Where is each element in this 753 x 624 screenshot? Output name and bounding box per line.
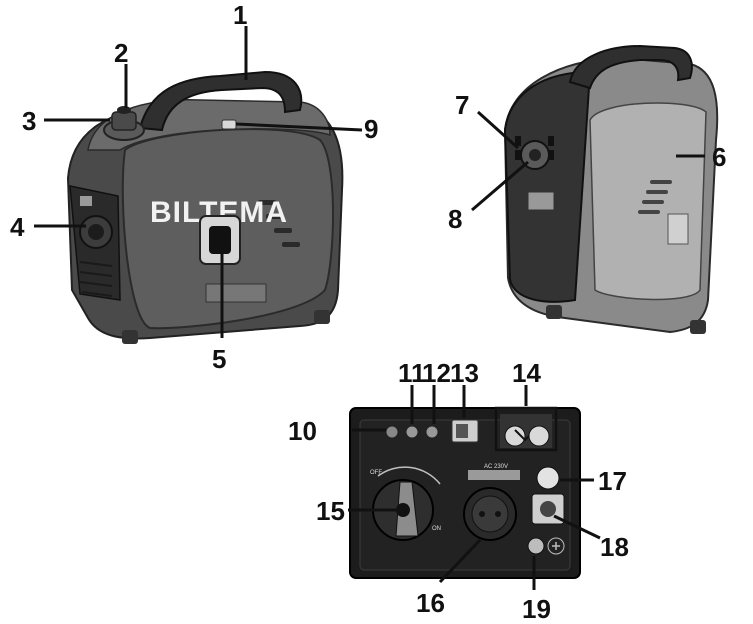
callout-3: 3 bbox=[22, 106, 36, 136]
callout-6: 6 bbox=[712, 142, 726, 172]
callout-9: 9 bbox=[364, 114, 378, 144]
callout-10: 10 bbox=[288, 416, 317, 446]
switch-on-label: ON bbox=[432, 526, 441, 532]
callout-7: 7 bbox=[455, 90, 469, 120]
leader-lines bbox=[34, 26, 705, 590]
generator-rear-view bbox=[503, 44, 719, 334]
callout-13: 13 bbox=[450, 358, 479, 388]
callout-18: 18 bbox=[600, 532, 629, 562]
callout-19: 19 bbox=[522, 594, 551, 624]
switch-off-label: OFF bbox=[370, 470, 382, 476]
callout-12: 12 bbox=[422, 358, 451, 388]
callout-numbers: 1 2 3 4 5 6 7 8 9 10 11 12 13 14 15 16 1… bbox=[10, 0, 726, 624]
control-panel-closeup: OFF ON AC 230V bbox=[349, 406, 581, 579]
callout-11: 11 bbox=[398, 358, 426, 388]
voltage-label: AC 230V bbox=[484, 464, 508, 470]
callout-8: 8 bbox=[448, 204, 462, 234]
callout-5: 5 bbox=[212, 344, 226, 374]
callout-17: 17 bbox=[598, 466, 627, 496]
callout-15: 15 bbox=[316, 496, 345, 526]
generator-front-view: BILTEMA bbox=[66, 70, 344, 344]
callout-2: 2 bbox=[114, 38, 128, 68]
callout-16: 16 bbox=[416, 588, 445, 618]
callout-1: 1 bbox=[233, 0, 247, 30]
callout-4: 4 bbox=[10, 212, 25, 242]
callout-14: 14 bbox=[512, 358, 541, 388]
